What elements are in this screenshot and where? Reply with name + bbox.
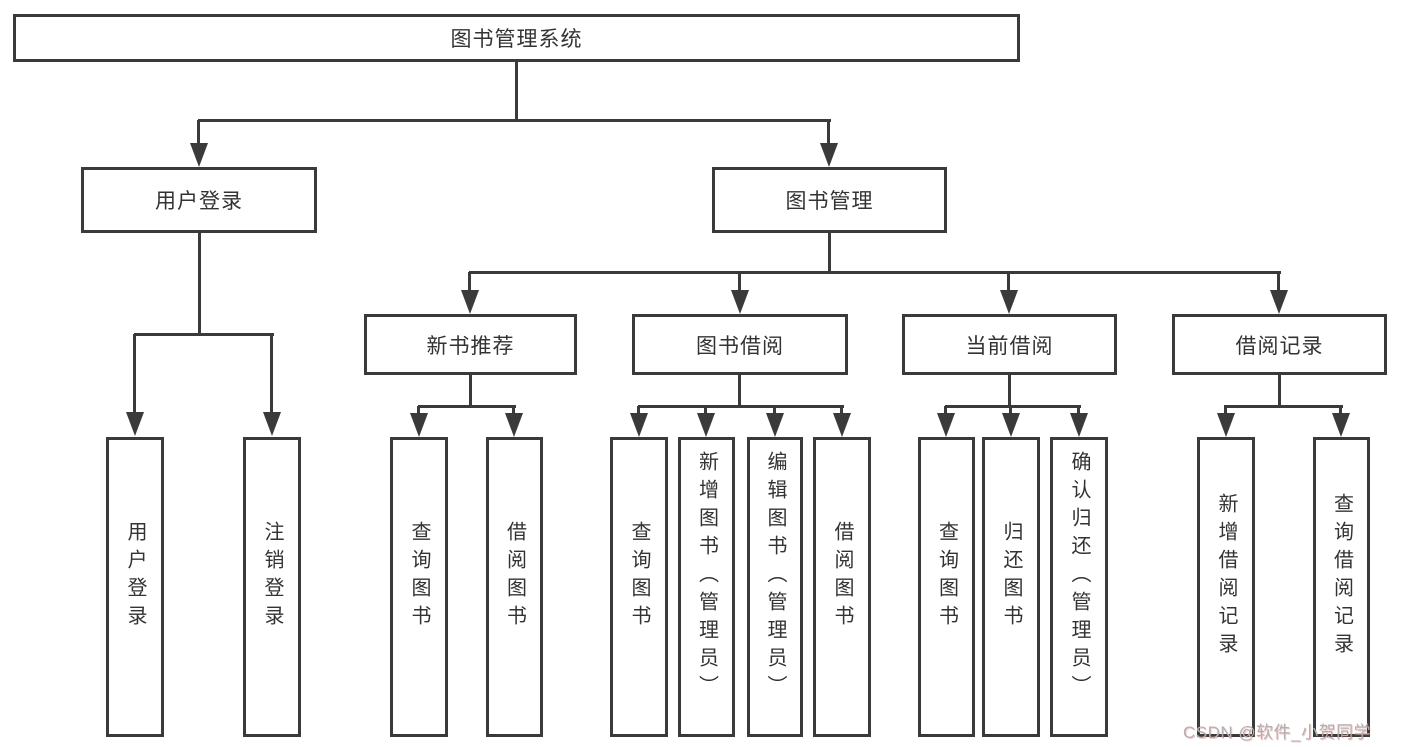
leaf-current-return-books: 归还图书	[982, 437, 1040, 737]
node-new-book-recommend: 新书推荐	[364, 314, 577, 375]
connector-line	[198, 119, 831, 122]
connector-line	[1224, 405, 1343, 408]
arrow-down-icon	[731, 272, 749, 314]
connector-line	[198, 233, 201, 336]
arrow-down-icon	[263, 334, 281, 436]
leaf-borrow-edit-books-admin: 编辑图书（管理员）	[747, 437, 803, 737]
leaf-records-query-record-label: 查询借阅记录	[1330, 493, 1353, 661]
connector-line	[1278, 375, 1281, 407]
connector-line	[945, 405, 1081, 408]
node-book-borrowing-label: 图书借阅	[696, 334, 784, 358]
arrow-down-icon	[820, 120, 838, 167]
leaf-user-login: 用户登录	[106, 437, 164, 737]
csdn-watermark: CSDN @软件_小贺同学	[1183, 723, 1372, 742]
node-user-login-label: 用户登录	[155, 190, 243, 213]
arrow-down-icon	[1070, 406, 1088, 437]
connector-line	[828, 233, 831, 274]
arrow-down-icon	[833, 406, 851, 437]
leaf-borrow-add-books-admin-label: 新增图书（管理员）	[695, 451, 718, 703]
leaf-current-query-books: 查询图书	[918, 437, 975, 737]
node-current-borrowing-label: 当前借阅	[965, 334, 1054, 358]
arrow-down-icon	[630, 406, 648, 437]
arrow-down-icon	[1217, 406, 1235, 437]
arrow-down-icon	[190, 120, 208, 167]
node-borrowing-records-label: 借阅记录	[1235, 334, 1324, 358]
connector-line	[638, 405, 844, 408]
leaf-newbooks-borrow-books-label: 借阅图书	[503, 521, 526, 633]
node-book-borrowing: 图书借阅	[632, 314, 848, 375]
node-user-login: 用户登录	[81, 167, 317, 233]
arrow-down-icon	[126, 334, 144, 436]
leaf-newbooks-query-books: 查询图书	[390, 437, 448, 737]
leaf-current-return-books-label: 归还图书	[1000, 521, 1022, 633]
connector-line	[418, 405, 516, 408]
connector-line	[515, 62, 518, 120]
node-new-book-recommend-label: 新书推荐	[426, 334, 515, 358]
arrow-down-icon	[766, 406, 784, 437]
leaf-logout-label: 注销登录	[261, 521, 283, 633]
node-borrowing-records: 借阅记录	[1172, 314, 1387, 375]
node-current-borrowing: 当前借阅	[902, 314, 1117, 375]
leaf-newbooks-query-books-label: 查询图书	[408, 521, 430, 633]
connector-line	[469, 271, 1281, 274]
leaf-current-confirm-return-admin: 确认归还（管理员）	[1050, 437, 1108, 737]
leaf-borrow-borrow-books: 借阅图书	[813, 437, 871, 737]
node-system-root: 图书管理系统	[13, 14, 1020, 62]
arrow-down-icon	[505, 406, 523, 437]
leaf-borrow-add-books-admin: 新增图书（管理员）	[678, 437, 735, 737]
leaf-records-add-record-label: 新增借阅记录	[1215, 493, 1237, 661]
arrow-down-icon	[1002, 406, 1020, 437]
leaf-borrow-query-books: 查询图书	[610, 437, 668, 737]
arrow-down-icon	[410, 406, 428, 437]
leaf-records-query-record: 查询借阅记录	[1313, 437, 1370, 737]
leaf-borrow-borrow-books-label: 借阅图书	[831, 521, 853, 633]
arrow-down-icon	[937, 406, 955, 437]
arrow-down-icon	[461, 272, 479, 314]
leaf-current-confirm-return-admin-label: 确认归还（管理员）	[1068, 451, 1090, 703]
leaf-borrow-edit-books-admin-label: 编辑图书（管理员）	[764, 451, 786, 703]
node-book-management: 图书管理	[712, 167, 947, 233]
connector-line	[469, 375, 472, 407]
arrow-down-icon	[1000, 272, 1018, 314]
node-book-management-label: 图书管理	[785, 190, 874, 213]
leaf-borrow-query-books-label: 查询图书	[628, 521, 650, 633]
arrow-down-icon	[1270, 272, 1288, 314]
leaf-logout: 注销登录	[243, 437, 301, 737]
arrow-down-icon	[1332, 406, 1350, 437]
leaf-user-login-label: 用户登录	[124, 521, 146, 633]
leaf-records-add-record: 新增借阅记录	[1197, 437, 1255, 737]
leaf-newbooks-borrow-books: 借阅图书	[486, 437, 543, 737]
node-system-root-label: 图书管理系统	[450, 28, 583, 51]
connector-line	[134, 333, 274, 336]
connector-line	[1008, 375, 1011, 407]
arrow-down-icon	[697, 406, 715, 437]
leaf-current-query-books-label: 查询图书	[935, 521, 958, 633]
connector-line	[738, 375, 741, 407]
